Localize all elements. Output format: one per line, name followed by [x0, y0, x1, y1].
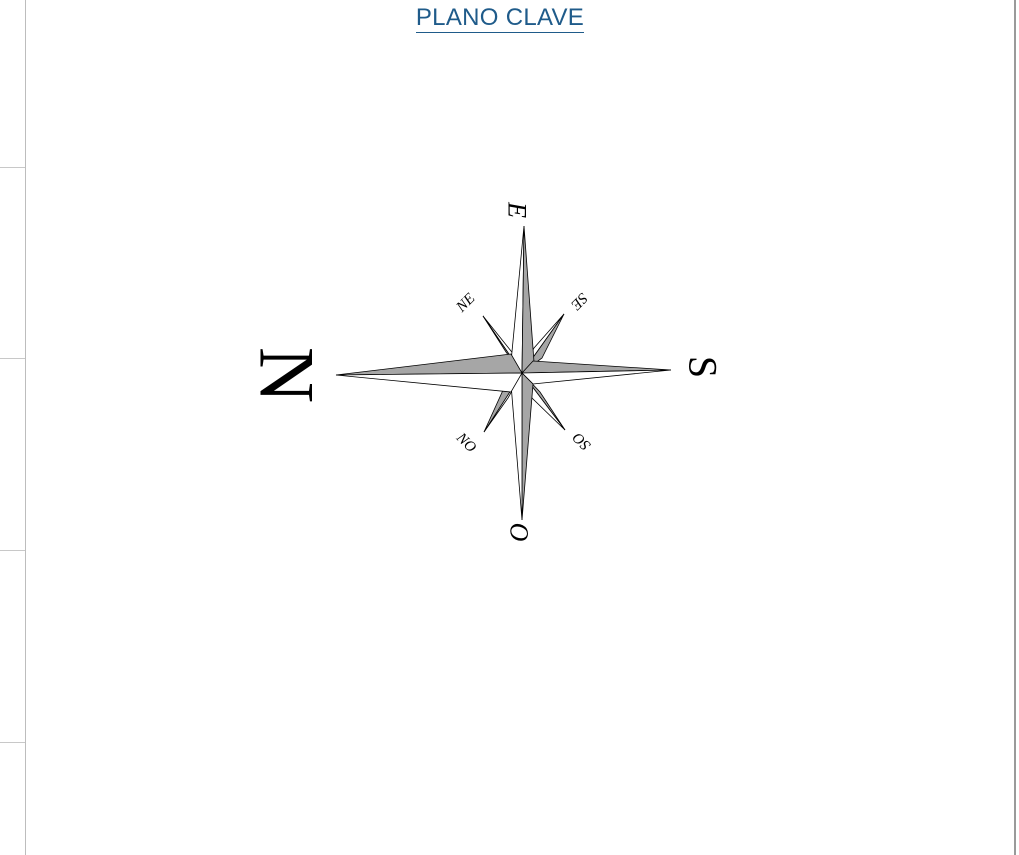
label-southeast: SE [567, 289, 590, 312]
label-northwest: NO [452, 429, 479, 456]
cardinal-point-s [522, 361, 671, 384]
label-west: O [505, 523, 534, 542]
compass-star [336, 226, 671, 520]
label-southwest: SO [570, 429, 594, 453]
label-east: E [503, 201, 532, 218]
label-northeast: NE [453, 291, 479, 317]
cardinal-point-n [336, 354, 522, 392]
cardinal-point-o [511, 373, 533, 520]
label-north: N [244, 347, 331, 403]
label-south: S [681, 356, 726, 378]
cardinal-point-e [511, 226, 534, 373]
